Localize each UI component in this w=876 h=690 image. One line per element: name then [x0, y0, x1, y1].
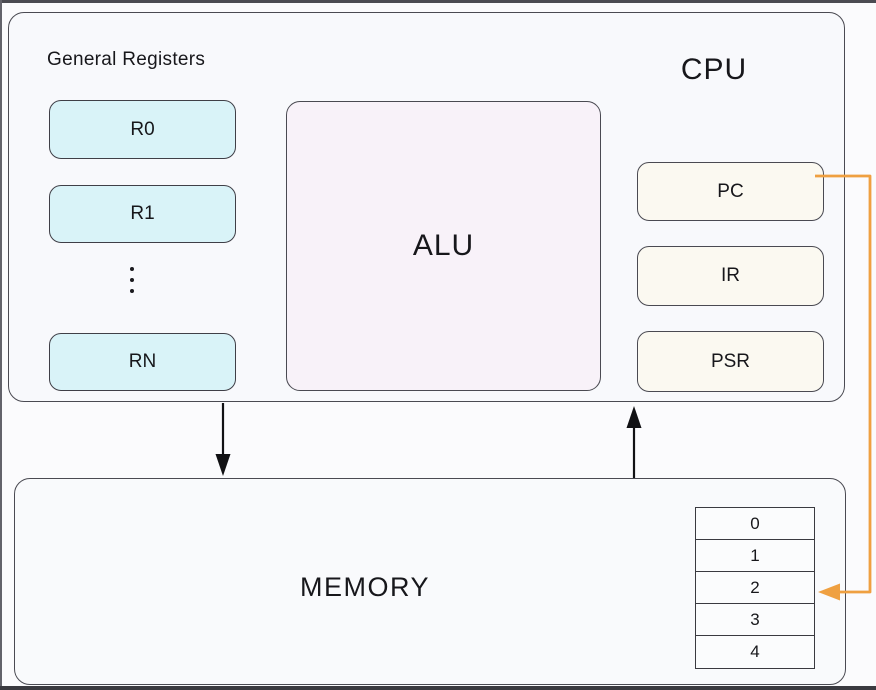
- cpu-to-memory-arrow: [215, 403, 231, 476]
- memory-cell-0-value: 0: [750, 513, 760, 533]
- ellipsis-dot: [130, 289, 134, 293]
- memory-label: MEMORY: [299, 572, 430, 602]
- register-rn-label: RN: [128, 351, 157, 372]
- frame-edge-left: [0, 0, 2, 690]
- memory-cell-0: 0: [695, 507, 815, 541]
- vertical-ellipsis-icon: [130, 267, 134, 293]
- ellipsis-dot: [130, 278, 134, 282]
- memory-cell-3: 3: [695, 603, 815, 637]
- register-r1: R1: [49, 185, 236, 243]
- register-ir-label: IR: [721, 265, 740, 286]
- register-psr-label: PSR: [710, 350, 751, 372]
- frame-edge-bottom: [0, 686, 876, 690]
- register-r1-label: R1: [130, 203, 155, 224]
- memory-to-cpu-arrow: [626, 406, 642, 478]
- register-r0: R0: [49, 100, 236, 159]
- register-r0-label: R0: [130, 118, 155, 140]
- cpu-box: General Registers CPU R0 R1 RN ALU PC IR…: [8, 12, 845, 402]
- memory-cell-4: 4: [695, 635, 815, 669]
- memory-cell-4-value: 4: [750, 642, 760, 662]
- memory-cell-1: 1: [695, 539, 815, 573]
- memory-cell-2-value: 2: [750, 577, 760, 597]
- memory-cell-3-value: 3: [750, 610, 760, 630]
- general-registers-label: General Registers: [47, 49, 206, 70]
- cpu-title: CPU: [680, 53, 748, 86]
- ellipsis-dot: [130, 267, 134, 271]
- memory-cell-1-value: 1: [750, 545, 760, 565]
- register-rn: RN: [49, 333, 236, 391]
- register-pc-label: PC: [717, 180, 744, 202]
- alu-box: ALU: [286, 101, 601, 391]
- register-pc: PC: [637, 162, 824, 221]
- register-psr: PSR: [637, 331, 824, 392]
- alu-label: ALU: [412, 229, 475, 262]
- memory-address-table: 0 1 2 3 4: [695, 507, 815, 669]
- memory-cell-2: 2: [695, 571, 815, 605]
- register-ir: IR: [637, 246, 824, 306]
- frame-edge-top: [0, 0, 876, 3]
